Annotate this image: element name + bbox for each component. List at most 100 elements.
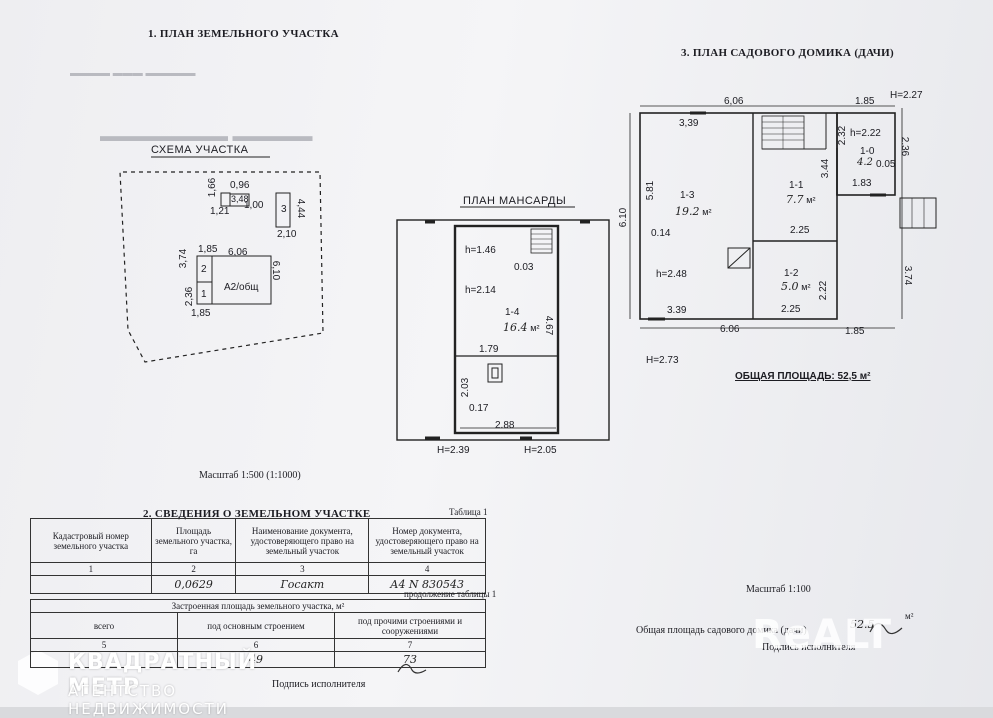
dim-label: 6,06 (724, 96, 744, 107)
building-label: А2/общ (224, 282, 259, 293)
room-number: 1-0 (860, 146, 875, 157)
height-label: h=2.22 (850, 128, 881, 139)
show-through-text: ▬▬▬▬▬▬▬▬ ▬▬▬▬▬ (100, 128, 313, 145)
dim-label: 0.14 (651, 228, 671, 239)
dim-label: 1,66 (207, 177, 219, 198)
dim-label: 5.81 (645, 180, 657, 201)
house-plan-drawing (629, 105, 937, 329)
attic-plan-drawing (396, 206, 610, 441)
house-total-area: ОБЩАЯ ПЛОЩАДЬ: 52,5 м² (735, 371, 871, 382)
dim-label: 3.74 (902, 265, 914, 286)
table-col-number: 7 (334, 638, 486, 652)
table-header: под основным строением (177, 612, 335, 639)
dim-label: 3,39 (679, 118, 699, 129)
dim-label: 0.17 (469, 403, 489, 414)
dim-label: 3,48 (231, 194, 249, 204)
dim-label: 1.85 (855, 96, 875, 107)
height-label: h=2.48 (656, 269, 687, 280)
built-area-table: Застроенная площадь земельного участка, … (30, 599, 486, 668)
dim-label: 2.25 (790, 225, 810, 236)
table-cell: А4 N 830543 (368, 575, 486, 594)
realt-watermark: ReALT (752, 612, 893, 658)
table-continuation: продолжение таблицы 1 (404, 589, 497, 599)
section-2-title: 2. СВЕДЕНИЯ О ЗЕМЕЛЬНОМ УЧАСТКЕ (143, 508, 371, 520)
dim-label: 2.22 (818, 280, 830, 301)
dim-label: 2.88 (495, 420, 515, 431)
dim-label: 2,36 (184, 286, 196, 307)
table-cell: 0,0629 (150, 575, 237, 594)
signature-label: Подпись исполнителя (762, 642, 856, 653)
dim-label: 2,10 (277, 229, 297, 240)
table-header: Кадастровый номер земельного участка (30, 518, 152, 563)
height-label: H=2.39 (437, 445, 470, 456)
room-area: 7.7 м² (786, 193, 816, 206)
signature-label: Подпись исполнителя (272, 679, 366, 690)
table-header: Застроенная площадь земельного участка, … (30, 599, 486, 613)
scale-label: Масштаб 1:100 (746, 584, 811, 595)
table-header: под прочими строениями и сооружениями (334, 612, 486, 639)
total-area-value: 52.5 (850, 618, 875, 631)
room-number: 1-2 (784, 268, 799, 279)
room-number: 1-1 (789, 180, 804, 191)
table-col-number: 4 (368, 562, 486, 576)
table-col-number: 1 (30, 562, 152, 576)
dim-label: 1,85 (191, 308, 211, 319)
table-cell (30, 575, 152, 594)
table-col-number: 3 (235, 562, 370, 576)
dim-label: 2.03 (460, 377, 472, 398)
table-header: Наименование документа, удостоверяющего … (235, 518, 370, 563)
section-1-title: 1. ПЛАН ЗЕМЕЛЬНОГО УЧАСТКА (148, 28, 339, 40)
dim-label: 1,85 (198, 244, 218, 255)
dim-label: 3,74 (178, 248, 190, 269)
land-info-table: Кадастровый номер земельного участка Пло… (30, 518, 486, 594)
table-cell: Госакт (235, 575, 370, 594)
table-cell: 73 (334, 651, 486, 668)
dim-label: 6.10 (618, 207, 630, 228)
dim-label: 0.05 (876, 159, 896, 170)
dim-label: 0.03 (514, 262, 534, 273)
room-area: 5.0 м² (781, 280, 811, 293)
dim-label: 1,21 (210, 206, 230, 217)
total-area-label: Общая площадь садового домика (дачи) (636, 625, 807, 636)
attic-title: ПЛАН МАНСАРДЫ (463, 195, 567, 207)
agency-subtitle: АГЕНТСТВО НЕДВИЖИМОСТИ (68, 682, 229, 718)
section-3-title: 3. ПЛАН САДОВОГО ДОМИКА (ДАЧИ) (681, 47, 894, 59)
dim-label: 3 (281, 204, 287, 215)
height-label: h=1.46 (465, 245, 496, 256)
dim-label: 1,00 (244, 200, 264, 211)
dim-label: 1.83 (852, 178, 872, 189)
dim-label: 1 (201, 289, 207, 300)
dim-label: 2.25 (781, 304, 801, 315)
site-scheme-drawing (119, 156, 324, 363)
dim-label: 0,96 (230, 180, 250, 191)
dim-label: 1.79 (479, 344, 499, 355)
room-area: 4.2 (857, 157, 873, 168)
agency-brand: КВАДРАТНЫЙ МЕТР (68, 650, 258, 700)
room-number: 1-3 (680, 190, 695, 201)
height-label: h=2.14 (465, 285, 496, 296)
table-header: Номер документа, удостоверяющего право н… (368, 518, 486, 563)
height-label: H=2.27 (890, 90, 923, 101)
show-through-text: ▬▬▬▬ ▬▬▬ ▬▬▬▬▬ (70, 68, 196, 79)
table-caption: Таблица 1 (449, 507, 488, 517)
room-area: 16.4 м² (503, 321, 540, 334)
dim-label: 6,10 (270, 260, 282, 281)
height-label: H=2.05 (524, 445, 557, 456)
dim-label: 4.67 (543, 315, 555, 336)
dim-label: 1.85 (845, 326, 865, 337)
dim-label: 2.32 (837, 125, 849, 146)
unit-label: м² (905, 611, 914, 621)
height-label: H=2.73 (646, 355, 679, 366)
dim-label: 6,06 (228, 247, 248, 258)
table-col-number: 2 (150, 562, 237, 576)
signature-mark (869, 622, 903, 635)
scale-label: Масштаб 1:500 (1:1000) (199, 470, 301, 481)
dim-label: 3.39 (667, 305, 687, 316)
dim-label: 2.36 (899, 136, 911, 157)
table-header: Площадь земельного участка, га (150, 518, 237, 563)
dim-label: 3.44 (820, 158, 832, 179)
site-scheme-title: СХЕМА УЧАСТКА (151, 144, 249, 156)
dim-label: 2 (201, 264, 207, 275)
room-area: 19.2 м² (675, 205, 712, 218)
